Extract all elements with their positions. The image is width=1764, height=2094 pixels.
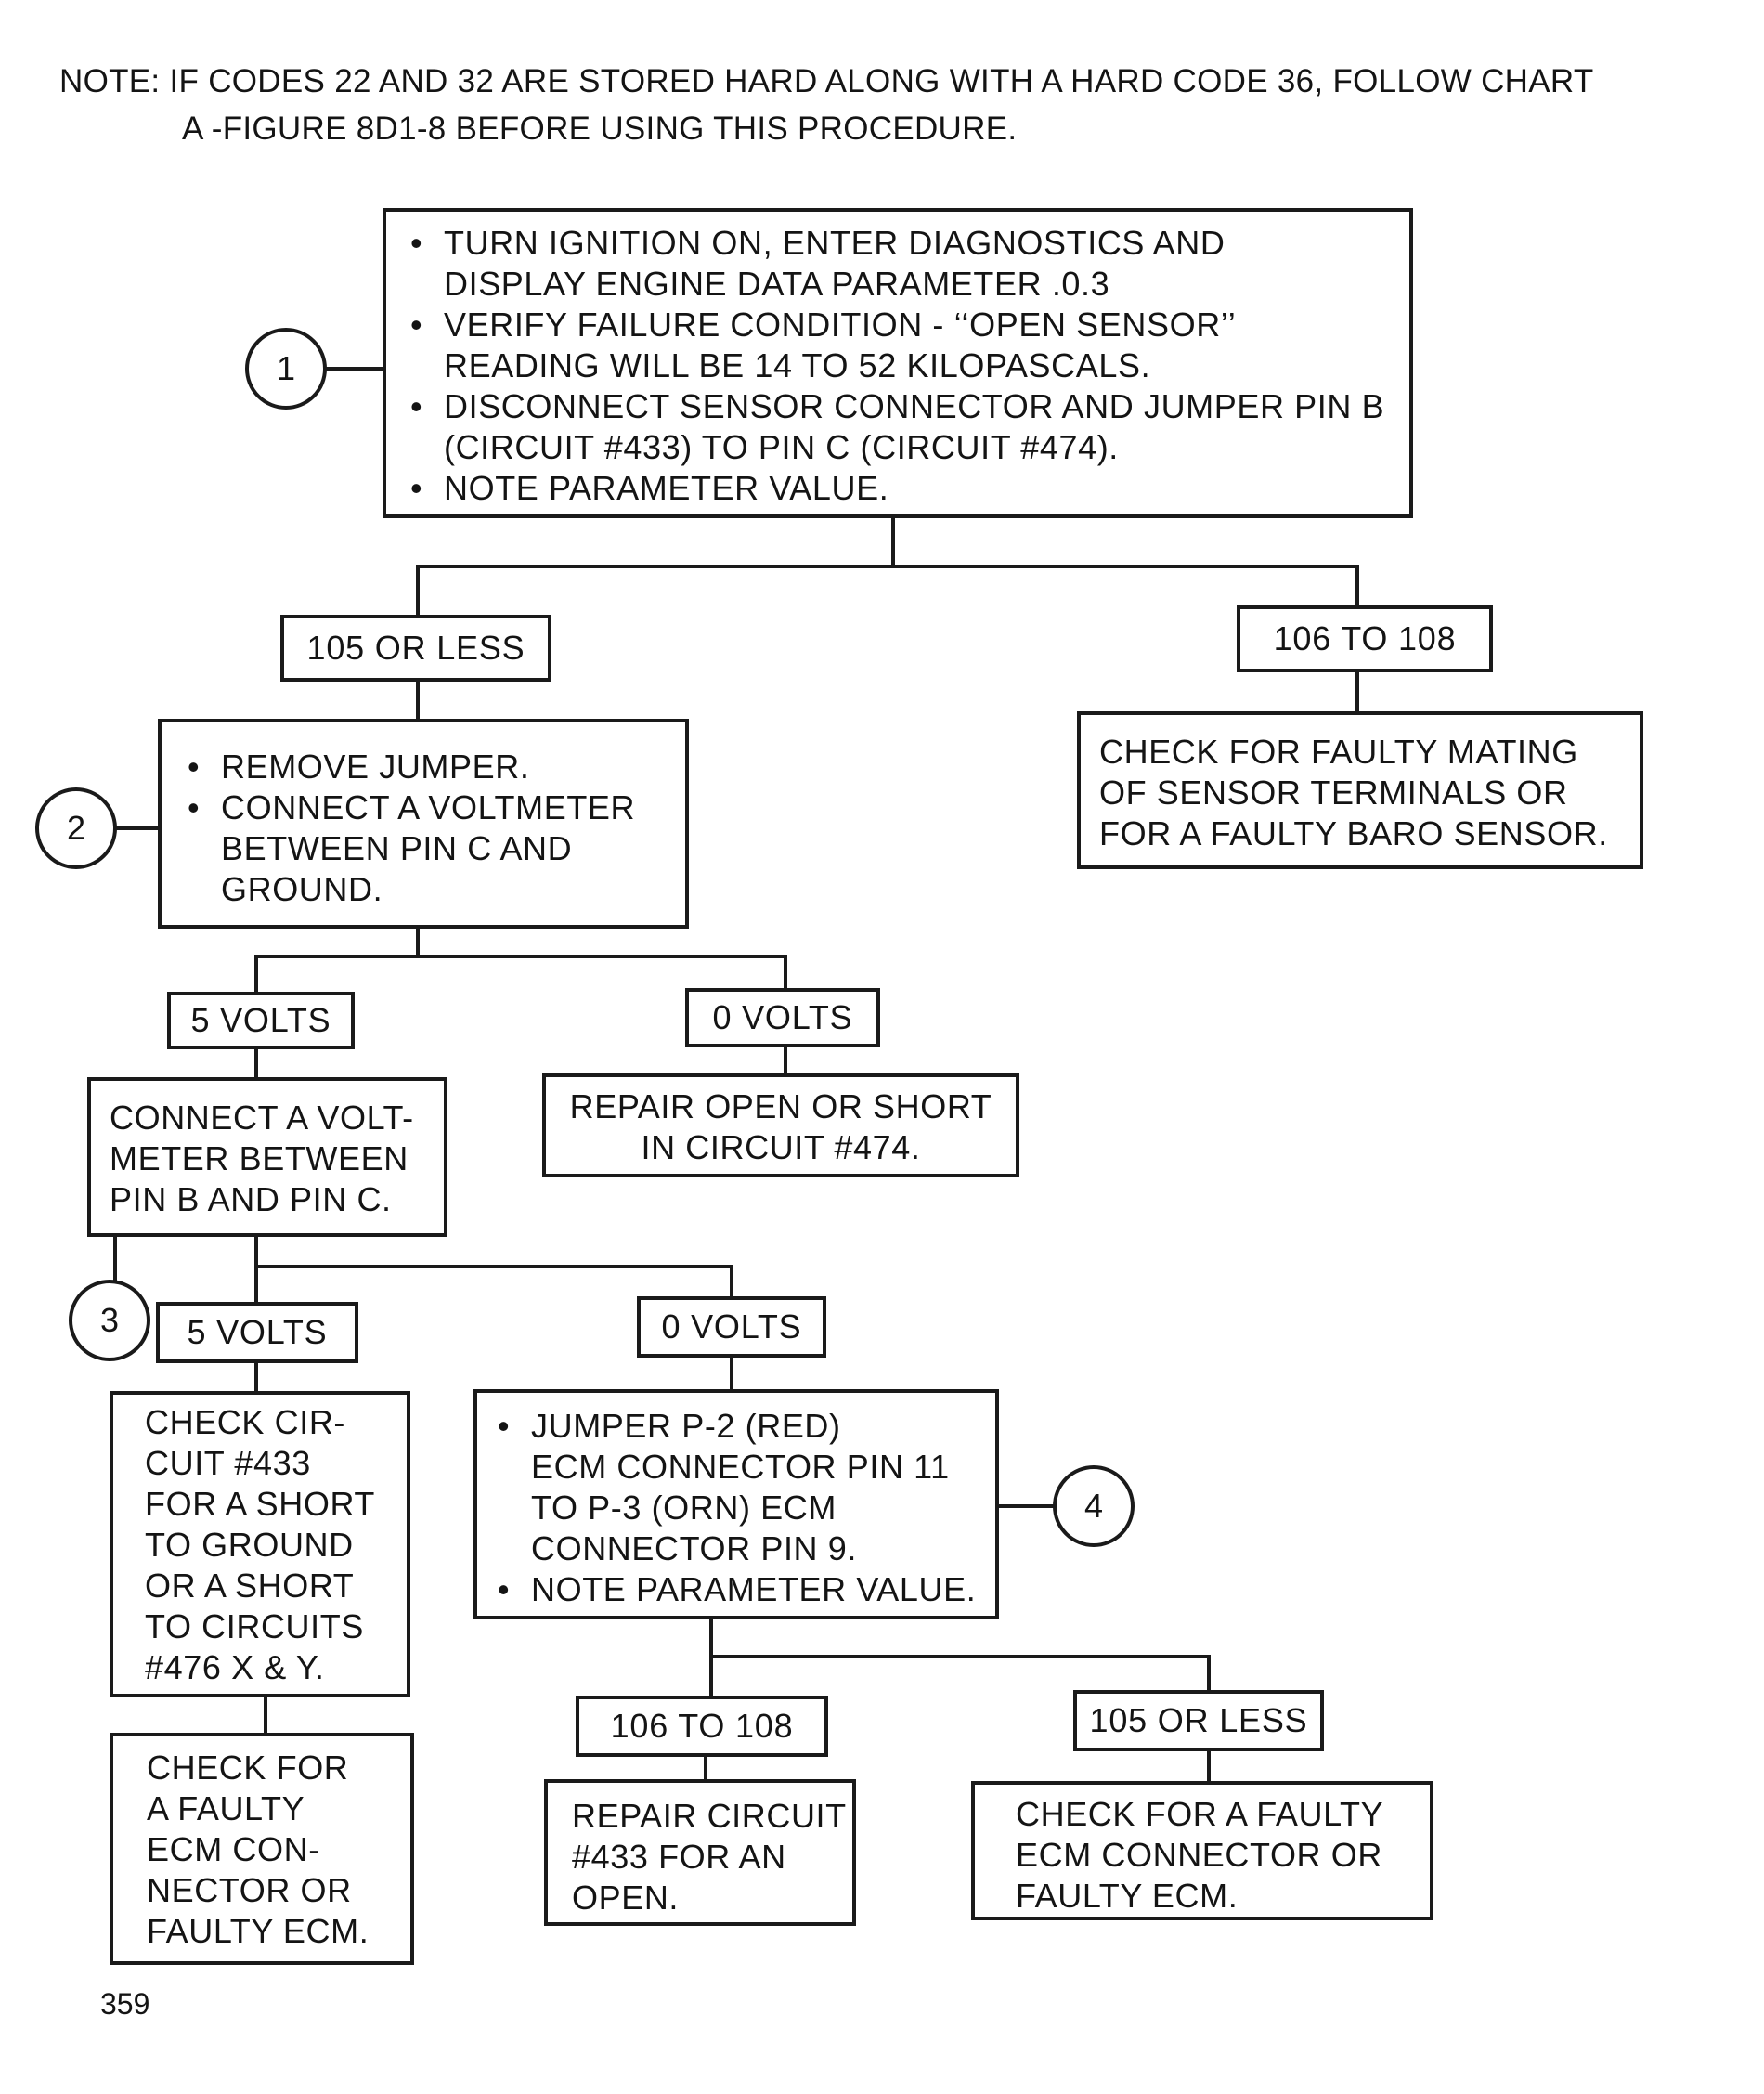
step-1-item: NOTE PARAMETER VALUE. bbox=[401, 468, 1402, 509]
branch-2-left-label: 5 VOLTS bbox=[167, 992, 355, 1049]
connector-branch3-results bbox=[254, 1354, 733, 1395]
note-line-2: A -FIGURE 8D1-8 BEFORE USING THIS PROCED… bbox=[182, 111, 1018, 147]
step-1-item: VERIFY FAILURE CONDITION - ‘‘OPEN SENSOR… bbox=[401, 305, 1279, 386]
step-1-marker: 1 bbox=[245, 328, 327, 410]
step-1-list: TURN IGNITION ON, ENTER DIAGNOSTICS AND … bbox=[401, 223, 1402, 509]
branch-2-right-label: 0 VOLTS bbox=[685, 988, 880, 1047]
branch-3-right-label: 0 VOLTS bbox=[637, 1296, 826, 1358]
connector-step2-branch bbox=[254, 925, 787, 995]
branch-4-right-label: 105 OR LESS bbox=[1073, 1690, 1324, 1751]
step-4-box: JUMPER P-2 (RED) ECM CONNECTOR PIN 11 TO… bbox=[473, 1389, 999, 1619]
connector-step4-branch bbox=[709, 1618, 1211, 1699]
step-1-box: TURN IGNITION ON, ENTER DIAGNOSTICS AND … bbox=[383, 208, 1413, 518]
step-2-list: REMOVE JUMPER. CONNECT A VOLTMETER BETWE… bbox=[178, 747, 678, 910]
page-number: 359 bbox=[100, 1987, 150, 2021]
branch-3-left-result: CHECK CIR- CUIT #433 FOR A SHORT TO GROU… bbox=[110, 1391, 410, 1697]
branch-4-left-label: 106 TO 108 bbox=[576, 1696, 828, 1757]
step-1-item: DISCONNECT SENSOR CONNECTOR AND JUMPER P… bbox=[401, 386, 1402, 468]
connector-step3-branch bbox=[254, 1235, 733, 1306]
branch-4-left-result: REPAIR CIRCUIT #433 FOR AN OPEN. bbox=[544, 1779, 856, 1926]
branch-1-left-label: 105 OR LESS bbox=[280, 615, 551, 682]
branch-1-right-result: CHECK FOR FAULTY MATING OF SENSOR TERMIN… bbox=[1077, 711, 1643, 869]
step-2-box: REMOVE JUMPER. CONNECT A VOLTMETER BETWE… bbox=[158, 719, 689, 929]
step-2-item: CONNECT A VOLTMETER BETWEEN PIN C AND GR… bbox=[178, 787, 678, 910]
branch-4-right-result: CHECK FOR A FAULTY ECM CONNECTOR OR FAUL… bbox=[971, 1781, 1433, 1920]
branch-3-left-label: 5 VOLTS bbox=[156, 1302, 358, 1363]
branch-1-right-label: 106 TO 108 bbox=[1237, 605, 1493, 672]
connector-branch2-results bbox=[254, 1044, 787, 1081]
note-line-1: NOTE: IF CODES 22 AND 32 ARE STORED HARD… bbox=[59, 63, 1594, 99]
step-2-item: REMOVE JUMPER. bbox=[178, 747, 678, 787]
step-3-box: CONNECT A VOLT- METER BETWEEN PIN B AND … bbox=[87, 1077, 447, 1237]
step-1-item: TURN IGNITION ON, ENTER DIAGNOSTICS AND … bbox=[401, 223, 1261, 305]
step-4-list: JUMPER P-2 (RED) ECM CONNECTOR PIN 11 TO… bbox=[488, 1406, 992, 1610]
branch-3-left-result-2: CHECK FOR A FAULTY ECM CON- NECTOR OR FA… bbox=[110, 1733, 414, 1965]
step-3-marker: 3 bbox=[69, 1280, 150, 1361]
step-4-item: NOTE PARAMETER VALUE. bbox=[488, 1569, 992, 1610]
step-4-item: JUMPER P-2 (RED) ECM CONNECTOR PIN 11 TO… bbox=[488, 1406, 992, 1569]
branch-2-right-result: REPAIR OPEN OR SHORT IN CIRCUIT #474. bbox=[542, 1073, 1019, 1177]
step-4-marker: 4 bbox=[1053, 1465, 1135, 1547]
connector-branch1-results bbox=[416, 669, 1359, 722]
connector-step1-branch bbox=[416, 516, 1359, 618]
step-2-marker: 2 bbox=[35, 787, 117, 869]
procedure-note: NOTE: IF CODES 22 AND 32 ARE STORED HARD… bbox=[59, 58, 1594, 152]
connector-branch4-results bbox=[704, 1748, 1211, 1785]
